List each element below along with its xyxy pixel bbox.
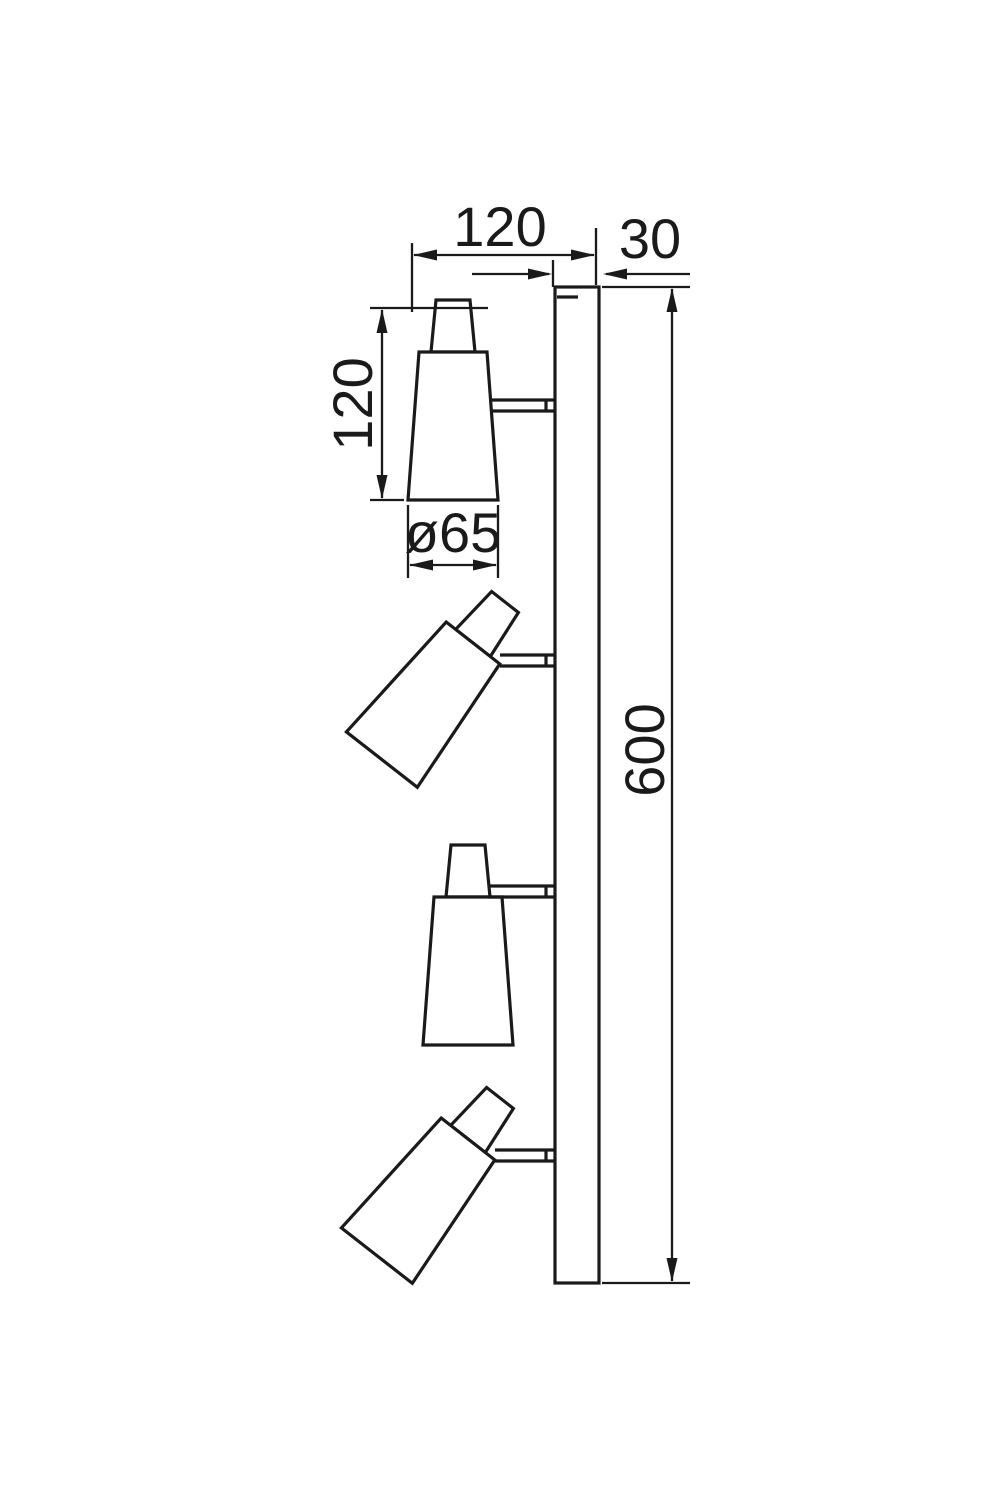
lamp-shade-1 [406,298,500,502]
lamp-arm-2 [500,653,555,668]
lamp-arm-1 [491,398,555,413]
lamp-shade-3 [421,843,515,1047]
lamp-neck [444,843,492,899]
dimension-lamp-height-120: 120 [321,306,488,502]
dim-label-depth: 30 [619,207,681,270]
lamp-cone [344,619,502,790]
arrow-right-icon [473,559,497,571]
arrow-left-icon [413,249,437,261]
dim-label-shade-diameter: ø65 [405,501,502,564]
lamp-cone [339,1115,497,1286]
arrow-down-icon [666,1258,678,1282]
arrow-right-icon [528,268,552,280]
arrow-left-icon [603,268,627,280]
dim-label-lamp-height: 120 [321,357,384,450]
lamp-shade-4 [339,1085,516,1286]
mounting-bar [553,285,601,1285]
dim-label-width: 120 [453,195,546,258]
arrow-up-icon [666,288,678,312]
arrow-right-icon [571,249,595,261]
arrow-down-icon [376,475,388,499]
dimension-depth-30: 30 [472,207,690,287]
lamp-arm-4 [495,1148,555,1163]
dim-label-bar-length: 600 [613,703,676,796]
lamp-shade-2 [344,589,521,790]
dimension-bar-length-600: 600 [602,285,690,1285]
dimension-shade-diameter-65: ø65 [405,501,502,578]
lamp-arm-3 [488,884,555,899]
lamp-cone [406,350,500,502]
arrow-left-icon [409,559,433,571]
dimension-width-120: 120 [410,195,598,312]
arrow-up-icon [376,309,388,333]
lamp-cone [421,895,515,1047]
